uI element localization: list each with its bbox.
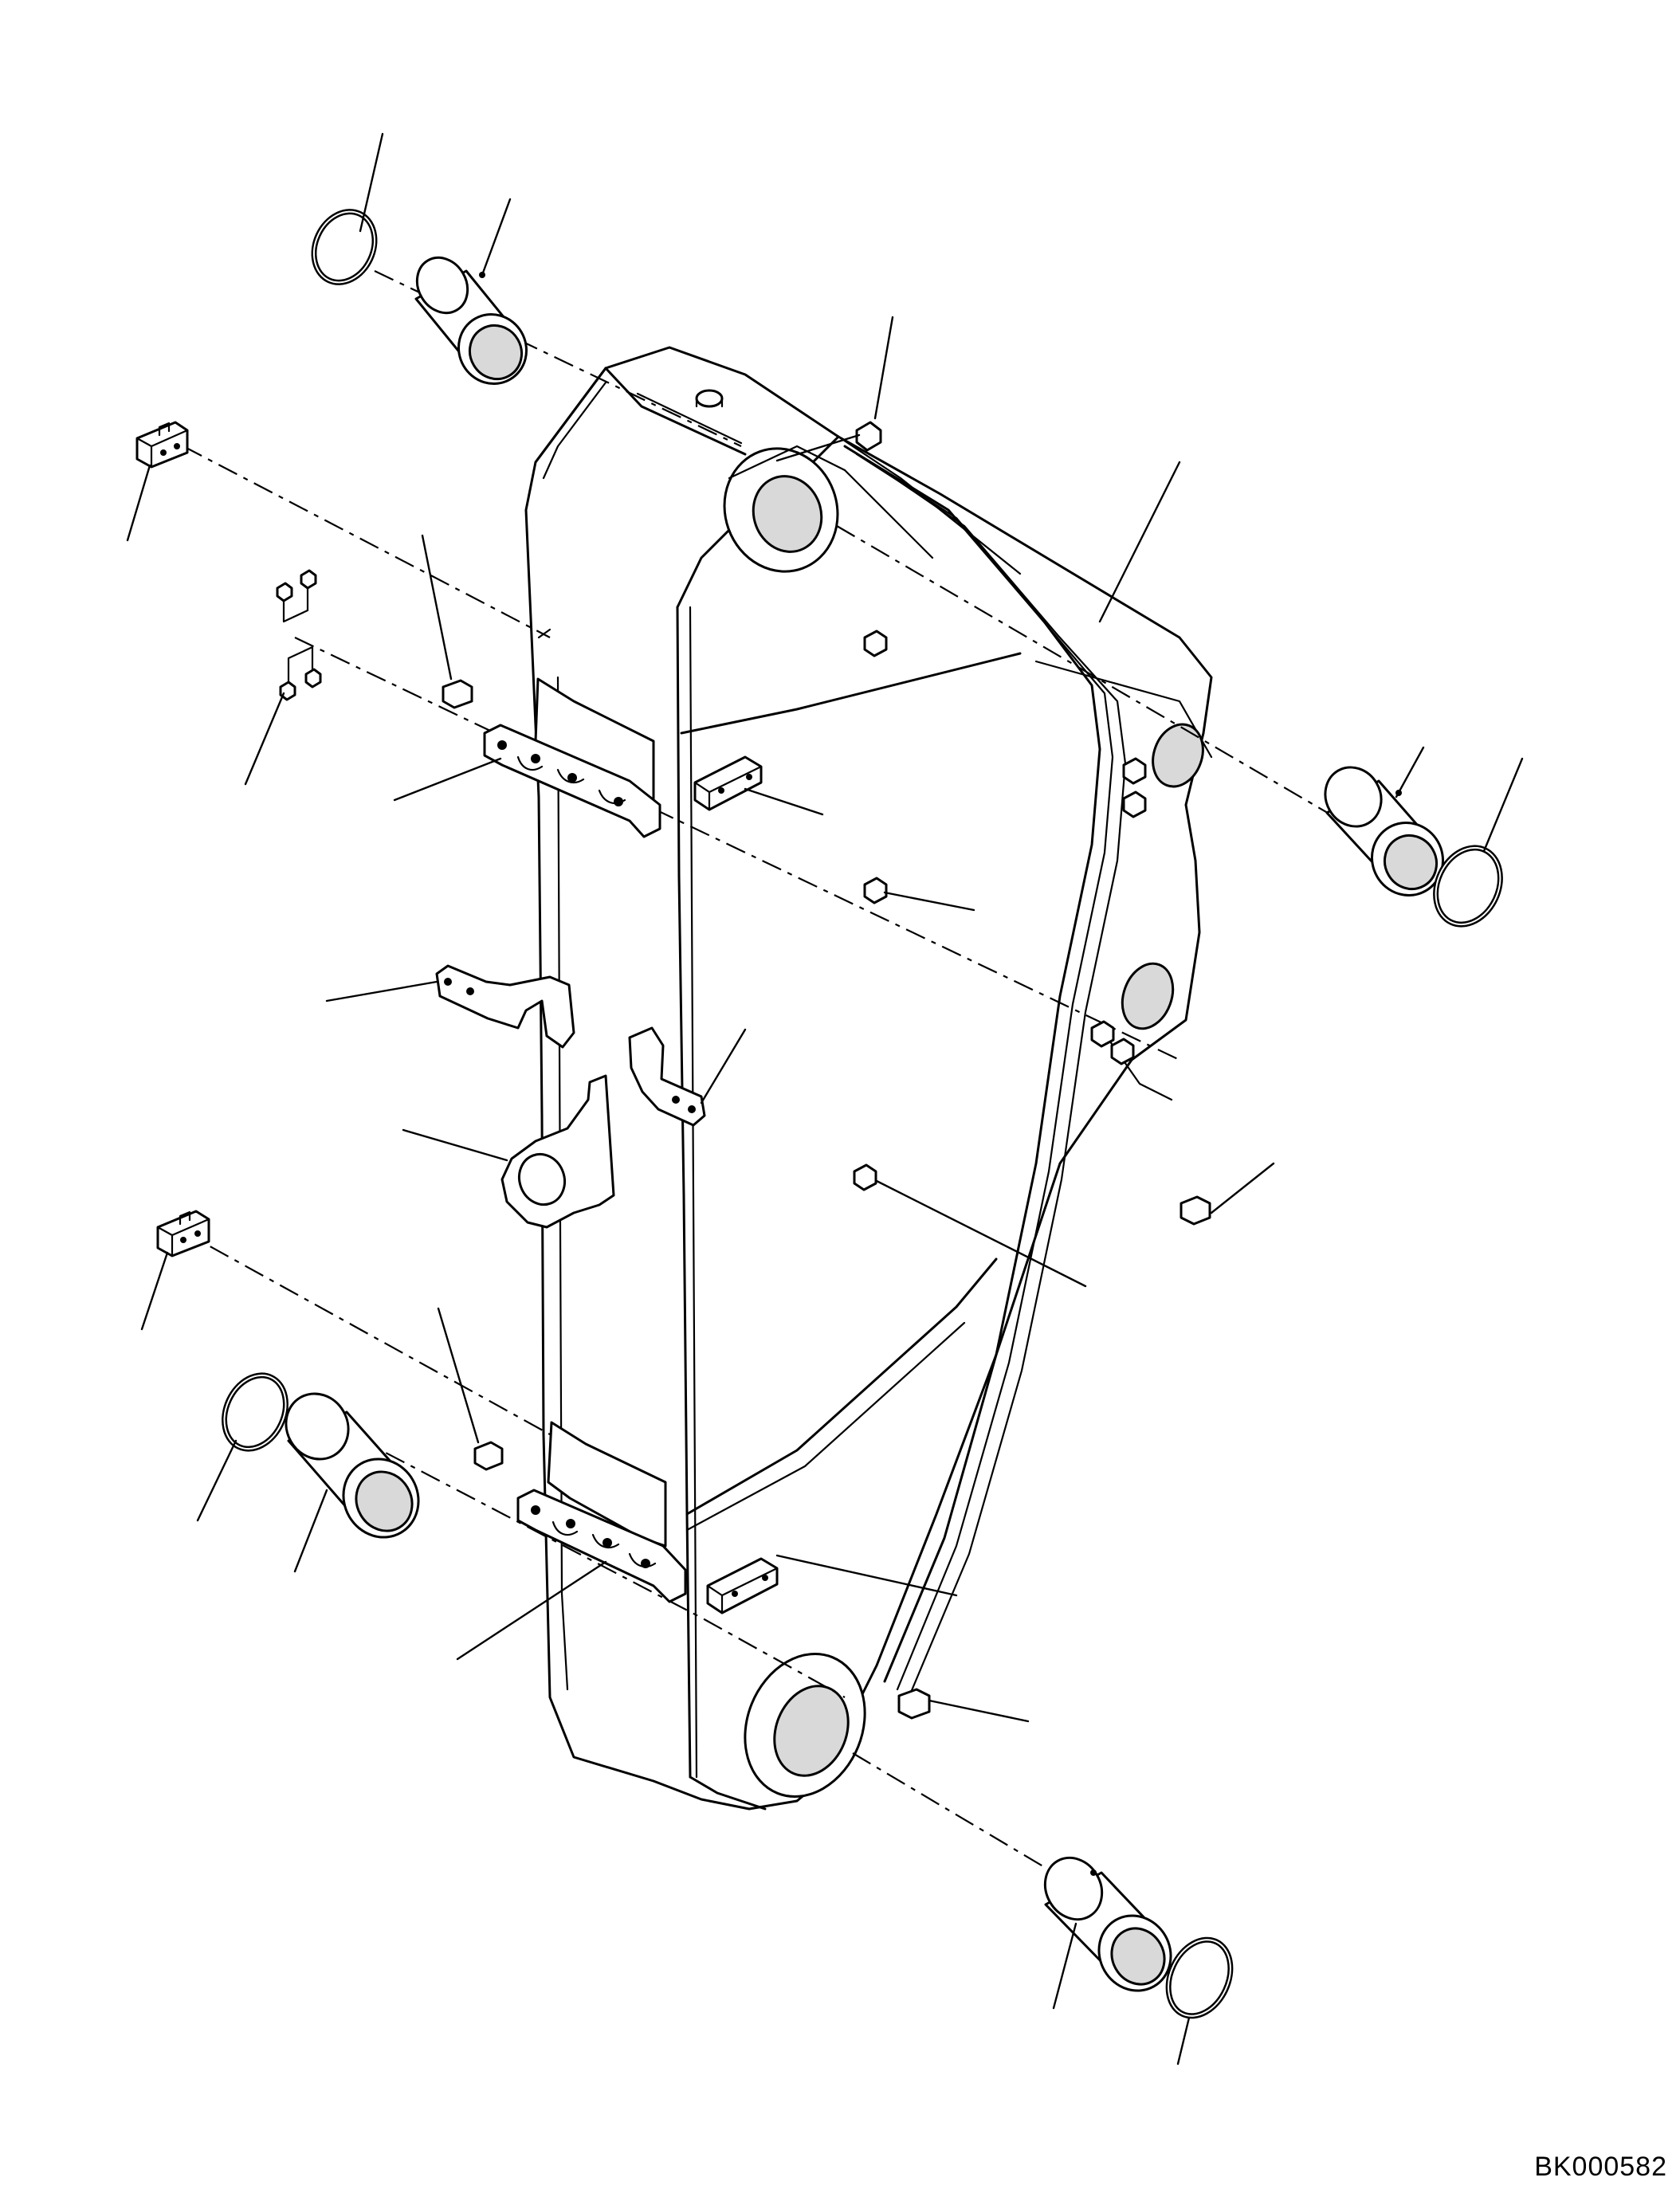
clip-right-lower <box>706 1557 779 1614</box>
bushing-bottom-left <box>285 1392 420 1539</box>
lifting-eye-plate <box>500 1074 615 1229</box>
arm-bottom-boss <box>744 1653 866 1798</box>
hose-bracket-upper <box>483 677 661 838</box>
arm-top-boss <box>695 389 846 573</box>
arm-right-lug <box>1121 723 1204 1030</box>
leader-lines <box>126 132 1524 2066</box>
clamp-block-lower-left <box>156 1210 210 1257</box>
hook-bracket-center <box>628 1026 706 1127</box>
bushing-bottom-right <box>1043 1856 1172 1992</box>
clip-right-upper <box>693 755 763 811</box>
clamp-block-top-left <box>135 421 189 469</box>
arm-body <box>524 346 1213 1811</box>
hose-bracket-lower <box>516 1421 687 1603</box>
bushing-right <box>1324 766 1445 897</box>
hook-bracket-left <box>435 964 575 1049</box>
drawing-id-label: BK000582 <box>1534 2152 1667 2182</box>
centerlines <box>175 270 1356 1929</box>
o-ring-bottom-left <box>222 1372 289 1452</box>
bushing-top-left <box>414 256 528 386</box>
small-blocks <box>442 421 1211 1720</box>
bolt-group <box>276 569 322 701</box>
o-ring-bottom-right <box>1165 1936 1234 2019</box>
o-ring-top-left <box>311 209 378 285</box>
